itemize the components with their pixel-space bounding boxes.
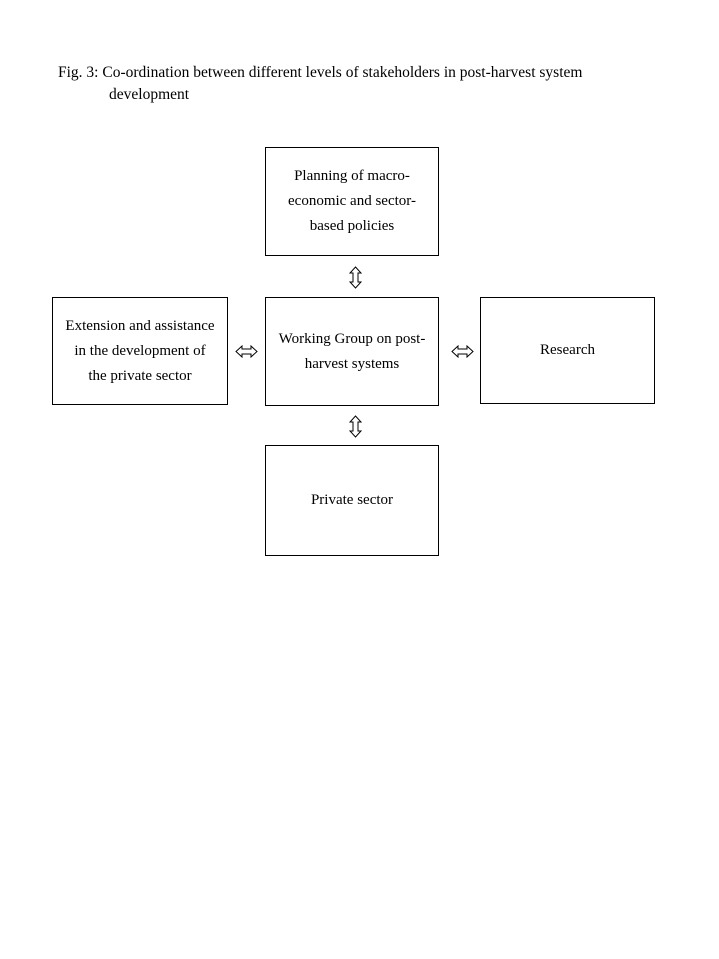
figure-caption-line-1: Fig. 3: Co-ordination between different … — [58, 64, 583, 81]
node-extension-assistance: Extension and assistance in the developm… — [52, 297, 228, 405]
node-extension-assistance-label: Extension and assistance in the developm… — [65, 317, 215, 384]
node-research-label: Research — [540, 342, 595, 358]
figure-caption-line-2: development — [109, 86, 190, 103]
node-working-group: Working Group on post- harvest systems — [265, 297, 439, 406]
node-working-group-label: Working Group on post- harvest systems — [278, 330, 426, 372]
node-planning-policies: Planning of macro- economic and sector- … — [265, 147, 439, 256]
node-planning-policies-label: Planning of macro- economic and sector- … — [288, 168, 416, 234]
left-right-arrow-icon — [451, 345, 474, 358]
left-right-arrow-icon — [235, 345, 258, 358]
up-down-arrow-icon — [349, 266, 362, 289]
figure-caption: Fig. 3: Co-ordination between different … — [58, 62, 582, 106]
node-private-sector-label: Private sector — [310, 492, 394, 508]
up-down-arrow-icon — [349, 415, 362, 438]
node-private-sector: Private sector — [265, 445, 439, 556]
node-research: Research — [480, 297, 655, 404]
